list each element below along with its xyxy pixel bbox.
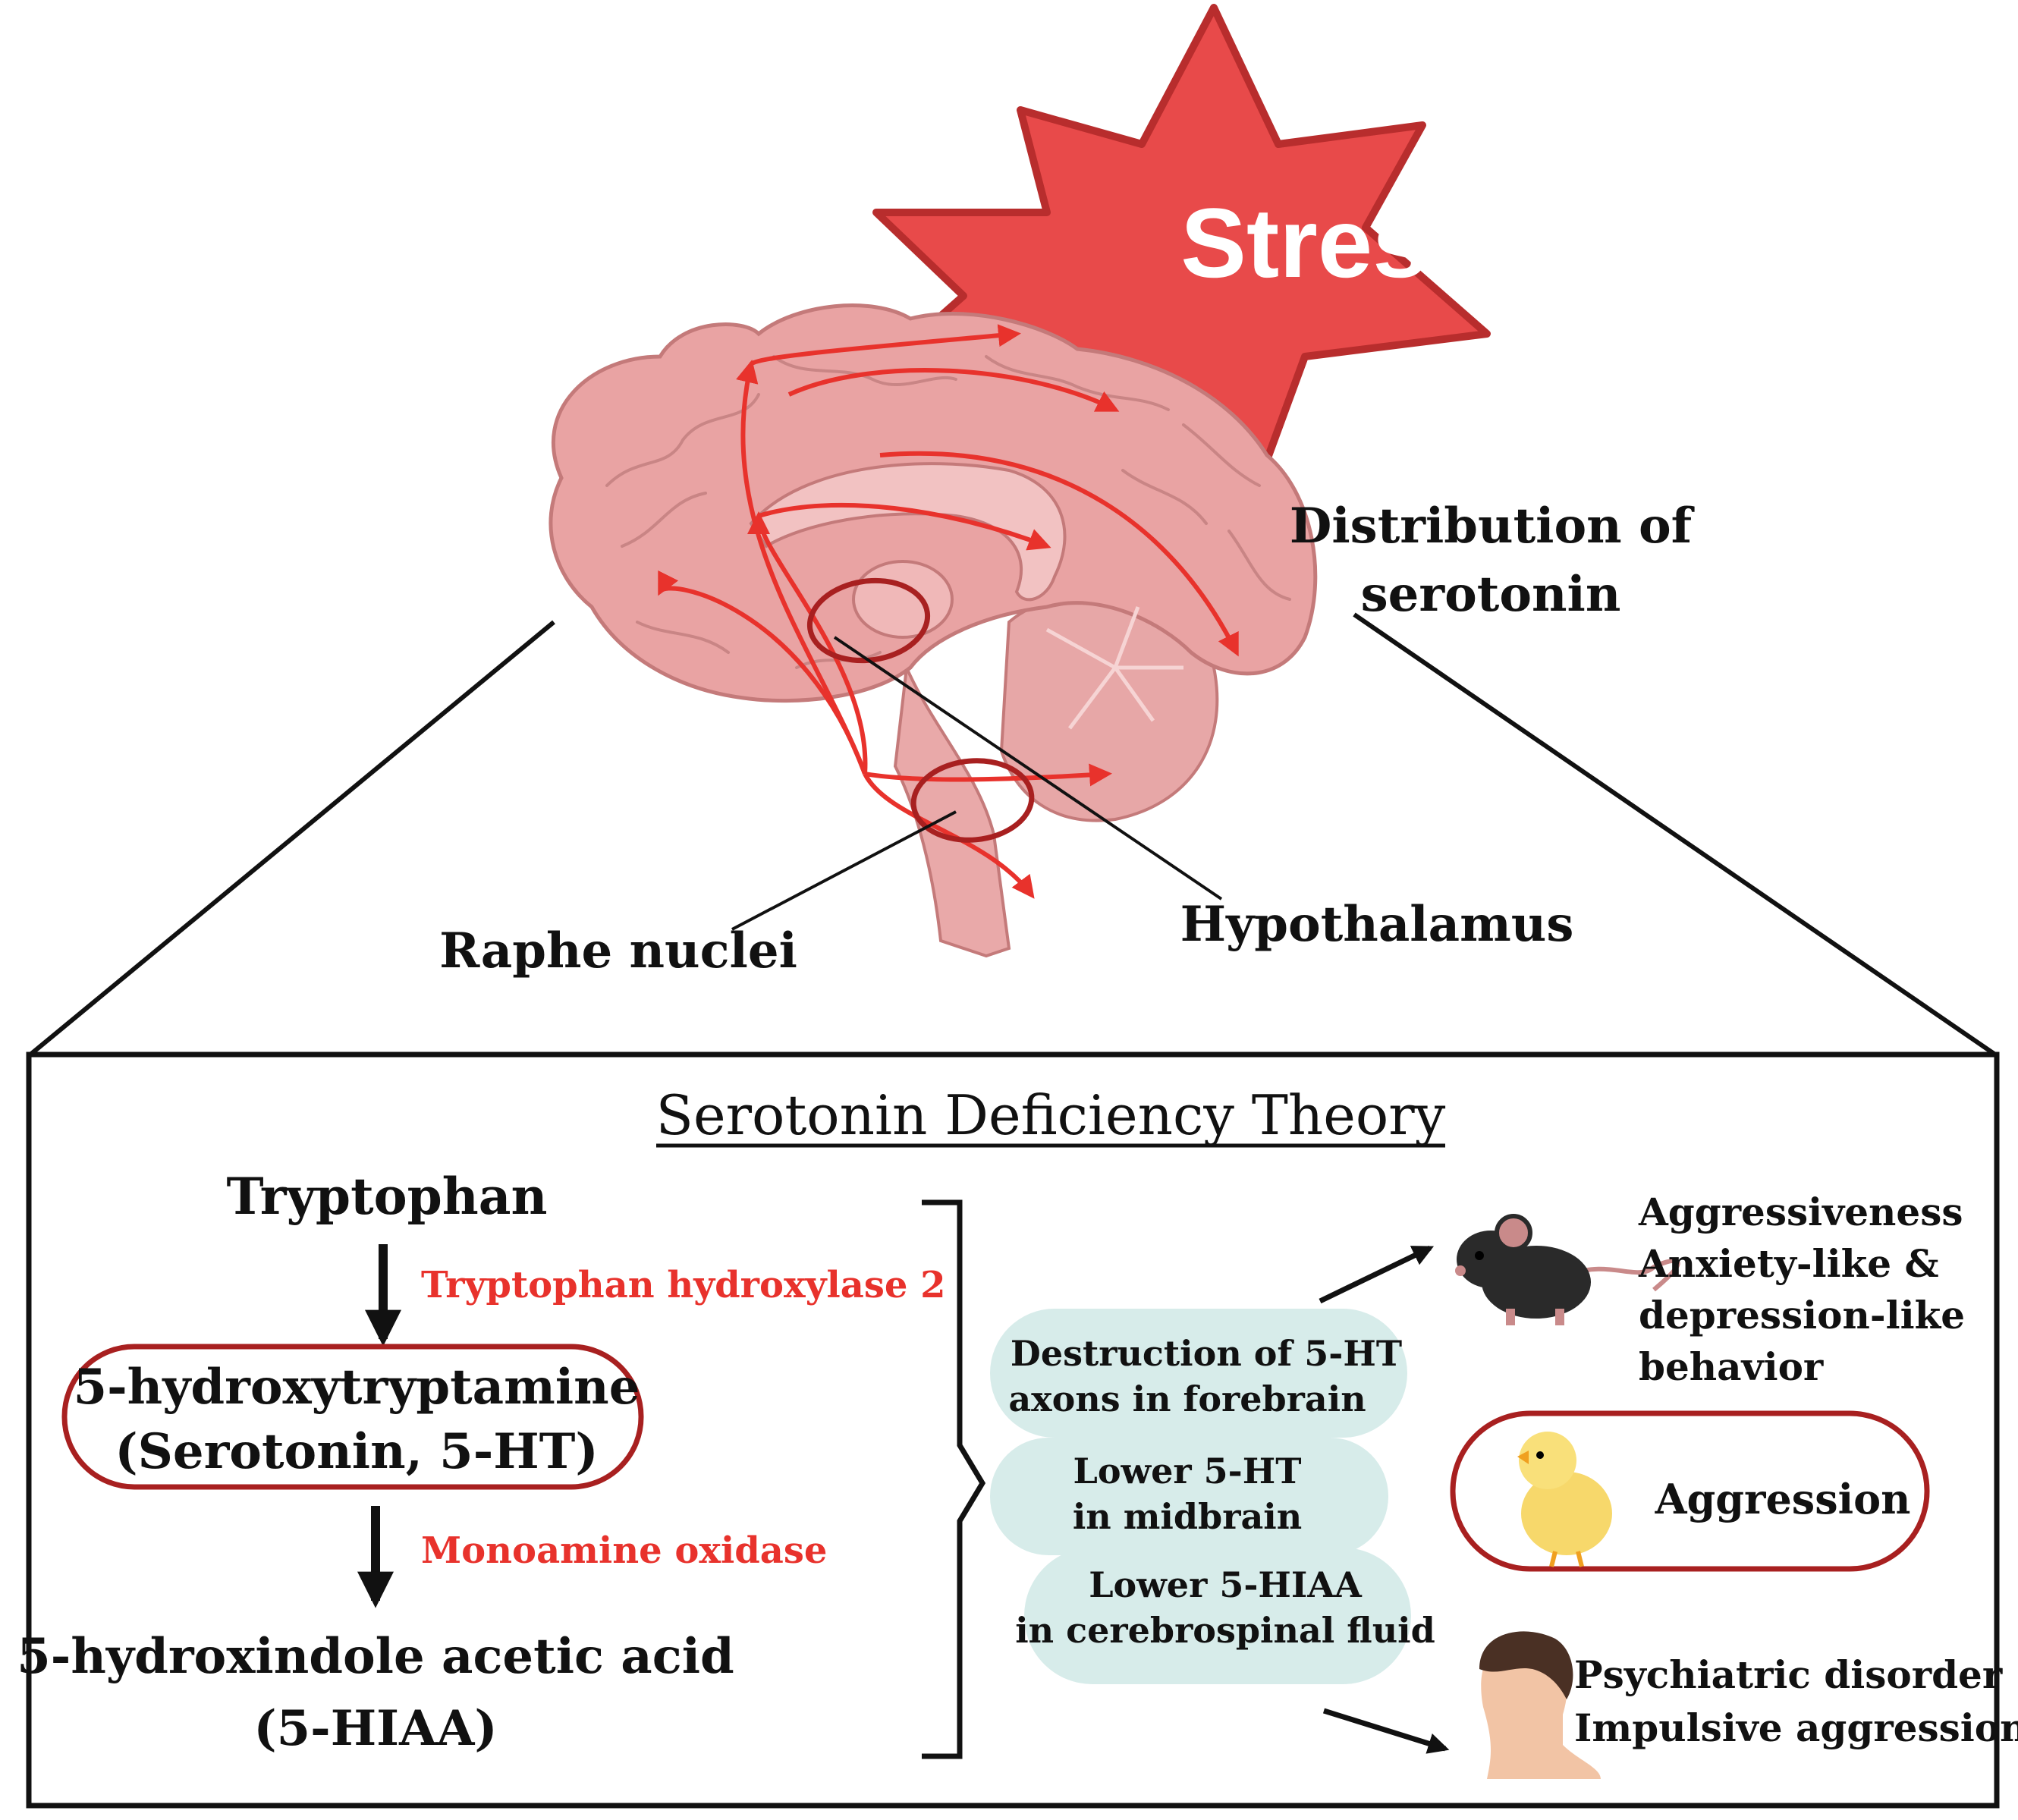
tryptophan-label: Tryptophan	[227, 1167, 548, 1226]
chick-icon	[1517, 1432, 1612, 1567]
serotonin-line1: 5-hydroxytryptamine	[74, 1359, 640, 1416]
finding-bubble-3	[1024, 1548, 1411, 1684]
serotonin-oval	[61, 1344, 644, 1490]
mouse-outcome-line4: behavior	[1639, 1344, 1824, 1389]
arrow-to-human	[1322, 1708, 1450, 1754]
raphe-leader	[731, 810, 957, 931]
chick-outcome-oval	[1450, 1410, 1930, 1572]
mouse-outcome-line3: depression-like	[1639, 1293, 1965, 1337]
distribution-label-line1: Distribution of	[1290, 498, 1695, 555]
stress-label: Stress	[1180, 187, 1482, 298]
theory-box	[26, 1051, 2000, 1809]
hypothalamus-label: Hypothalamus	[1180, 896, 1574, 953]
finding-bubble-1	[990, 1309, 1407, 1438]
theory-title: Serotonin Deficiency Theory	[656, 1083, 1446, 1147]
serotonin-line2: (Serotonin, 5-HT)	[115, 1423, 598, 1480]
hypothalamus-highlight	[806, 577, 931, 664]
arrow-to-mouse	[1319, 1245, 1435, 1304]
finding-1-line1: Destruction of 5-HT	[1011, 1333, 1402, 1374]
corpus-callosum	[749, 462, 1067, 602]
raphe-label: Raphe nuclei	[439, 923, 797, 979]
funnel-line-left	[29, 620, 555, 1057]
enzyme-mao: Monoamine oxidase	[421, 1529, 827, 1572]
mouse-outcome-line2: Anxiety-like &	[1638, 1241, 1939, 1286]
hiaa-line2: (5-HIAA)	[253, 1700, 497, 1757]
thalamus	[852, 560, 954, 639]
human-head-icon	[1479, 1631, 1601, 1779]
funnel-line-right	[1353, 612, 1997, 1057]
hiaa-line1: 5-hydroxindole acetic acid	[17, 1628, 734, 1685]
chick-outcome-label: Aggression	[1655, 1475, 1911, 1523]
raphe-highlight	[910, 758, 1035, 843]
finding-2-line2: in midbrain	[1073, 1496, 1302, 1537]
serotonin-pathway-arrows	[658, 324, 1239, 899]
human-outcome-line2: Impulsive aggression	[1574, 1705, 2018, 1750]
distribution-label-line2: serotonin	[1361, 566, 1621, 623]
hypothalamus-leader	[833, 636, 1223, 901]
enzyme-tph2: Tryptophan hydroxylase 2	[421, 1264, 946, 1306]
finding-bubble-2	[990, 1438, 1388, 1555]
finding-3-line2: in cerebrospinal fluid	[1015, 1610, 1435, 1651]
mouse-icon	[1455, 1214, 1680, 1325]
human-outcome-line1: Psychiatric disorder	[1574, 1652, 2003, 1697]
mouse-outcome-line1: Aggressiveness	[1638, 1190, 1963, 1234]
brain-illustration	[549, 303, 1318, 958]
curly-brace	[922, 1199, 986, 1759]
finding-1-line2: axons in forebrain	[1008, 1378, 1366, 1419]
finding-2-line1: Lower 5-HT	[1073, 1451, 1302, 1492]
finding-3-line1: Lower 5-HIAA	[1089, 1564, 1363, 1605]
